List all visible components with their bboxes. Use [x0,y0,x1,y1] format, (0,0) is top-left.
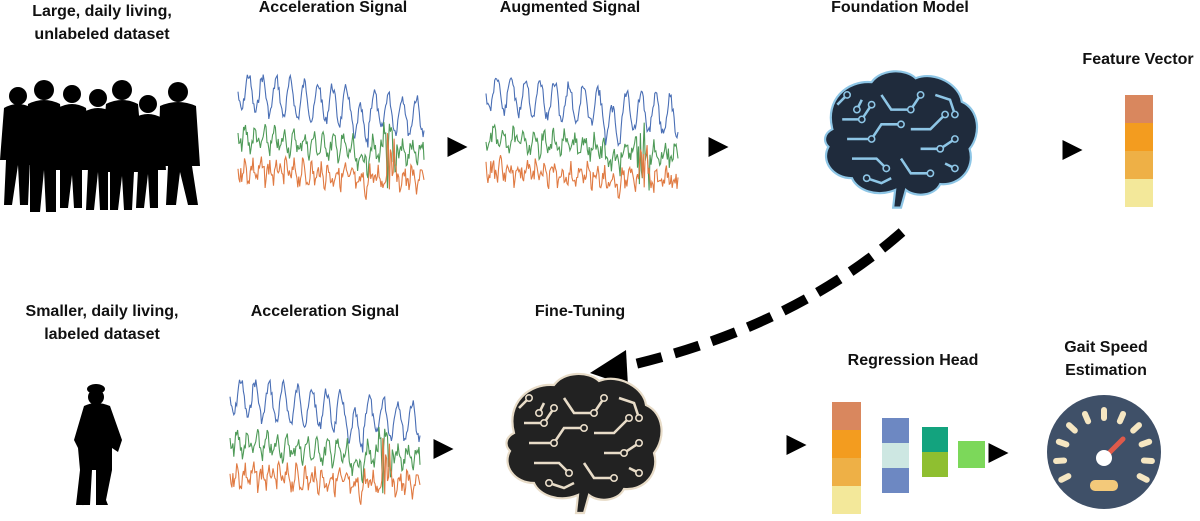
fine-tuning-brain-icon [505,372,663,515]
signal-trace-1 [485,76,679,147]
large-dataset-line-1: Large, daily living, [32,3,172,20]
gait-speed-line-1: Gait Speed [1064,339,1148,356]
regression-head-label: Regression Head [847,352,979,369]
brain-circuits [518,393,643,490]
regression-layer-1 [832,402,861,514]
augmented-signal-label: Augmented Signal [499,0,641,16]
gauge-tick-2 [1053,457,1068,465]
signal-trace-3 [485,145,679,200]
small-dataset-label: Smaller, daily living, labeled dataset [0,300,204,346]
gauge-tick-10 [1140,457,1155,465]
brain-outline [823,70,979,209]
signal-trace-2 [237,121,425,189]
acceleration-signal-bottom-label: Acceleration Signal [250,303,400,320]
foundation-model-brain-icon [823,70,979,209]
vector-cell-1 [882,418,909,443]
vector-cell-3 [832,458,861,486]
acceleration-signal-bottom-plot [229,378,421,505]
vector-cell-2 [832,430,861,458]
signal-trace-3 [237,133,425,200]
feature-vector-bar [1125,95,1153,207]
gauge-tick-4 [1066,422,1078,434]
regression-layer-2 [882,418,909,493]
gauge-tick-5 [1081,410,1092,425]
gauge-tick-11 [1136,473,1150,483]
signal-trace-2 [229,426,421,494]
vector-cell-1 [1125,95,1153,123]
large-dataset-line-2: unlabeled dataset [34,26,170,43]
vector-cell-2 [922,452,948,477]
small-dataset-line-1: Smaller, daily living, [25,303,179,320]
feature-vector-label: Feature Vector [1082,51,1194,68]
vector-cell-1 [958,441,985,468]
speedometer-gauge-icon [1047,395,1161,509]
gauge-tick-3 [1055,438,1070,448]
gauge-tick-8 [1130,422,1142,434]
elderly-person-with-cane [74,384,122,506]
gauge-tick-9 [1138,438,1153,448]
signal-trace-1 [237,73,425,148]
transfer-arrowhead [590,350,628,386]
vector-cell-1 [922,427,948,452]
signal-trace-3 [229,438,421,505]
transfer-dashed-arrow [616,228,906,373]
large-dataset-label: Large, daily living, unlabeled dataset [0,0,204,46]
vector-cell-2 [882,443,909,468]
fine-tuning-label: Fine-Tuning [534,303,626,320]
vector-cell-2 [1125,123,1153,151]
acceleration-signal-top-label: Acceleration Signal [258,0,408,16]
small-dataset-line-2: labeled dataset [44,326,160,343]
gait-speed-line-2: Estimation [1065,362,1147,379]
gait-speed-label: Gait Speed Estimation [1026,336,1186,382]
vector-cell-3 [882,468,909,493]
vector-cell-4 [1125,179,1153,207]
signal-trace-1 [229,378,421,453]
brain-outline [505,372,663,515]
acceleration-signal-top-plot [237,73,425,200]
foundation-model-label: Foundation Model [831,0,969,16]
augmented-signal-plot [485,76,679,200]
vector-cell-3 [1125,151,1153,179]
regression-layer-4 [958,441,985,468]
regression-layer-3 [922,427,948,477]
crowd-silhouette [0,80,200,212]
vector-cell-4 [832,486,861,514]
vector-cell-1 [832,402,861,430]
gauge-tick-1 [1058,473,1072,483]
brain-circuits [836,90,959,185]
gauge-tick-7 [1116,410,1127,425]
